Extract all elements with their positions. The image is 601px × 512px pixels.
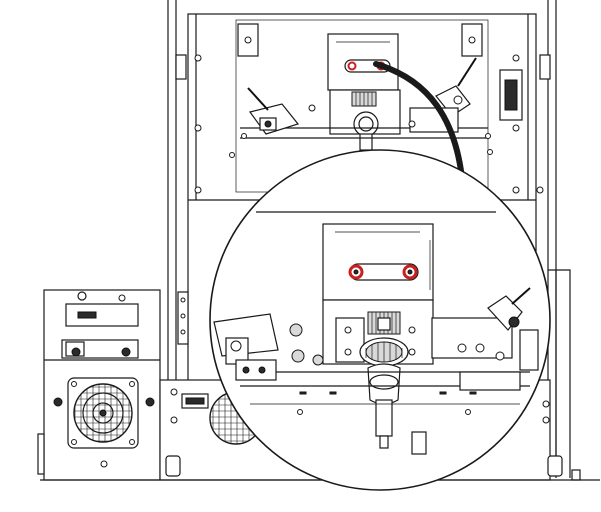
mounting-plate xyxy=(322,223,434,301)
spindle-shaft xyxy=(375,399,393,437)
detail-pointer-arrow xyxy=(373,61,465,181)
magnified-detail-circle xyxy=(209,149,551,491)
highlighted-screw-left xyxy=(347,61,357,71)
upper-mechanism xyxy=(240,33,491,181)
right-clamp-plate xyxy=(431,317,513,359)
lower-left-cabinet xyxy=(37,289,161,481)
cooling-fan-icon xyxy=(67,377,139,449)
